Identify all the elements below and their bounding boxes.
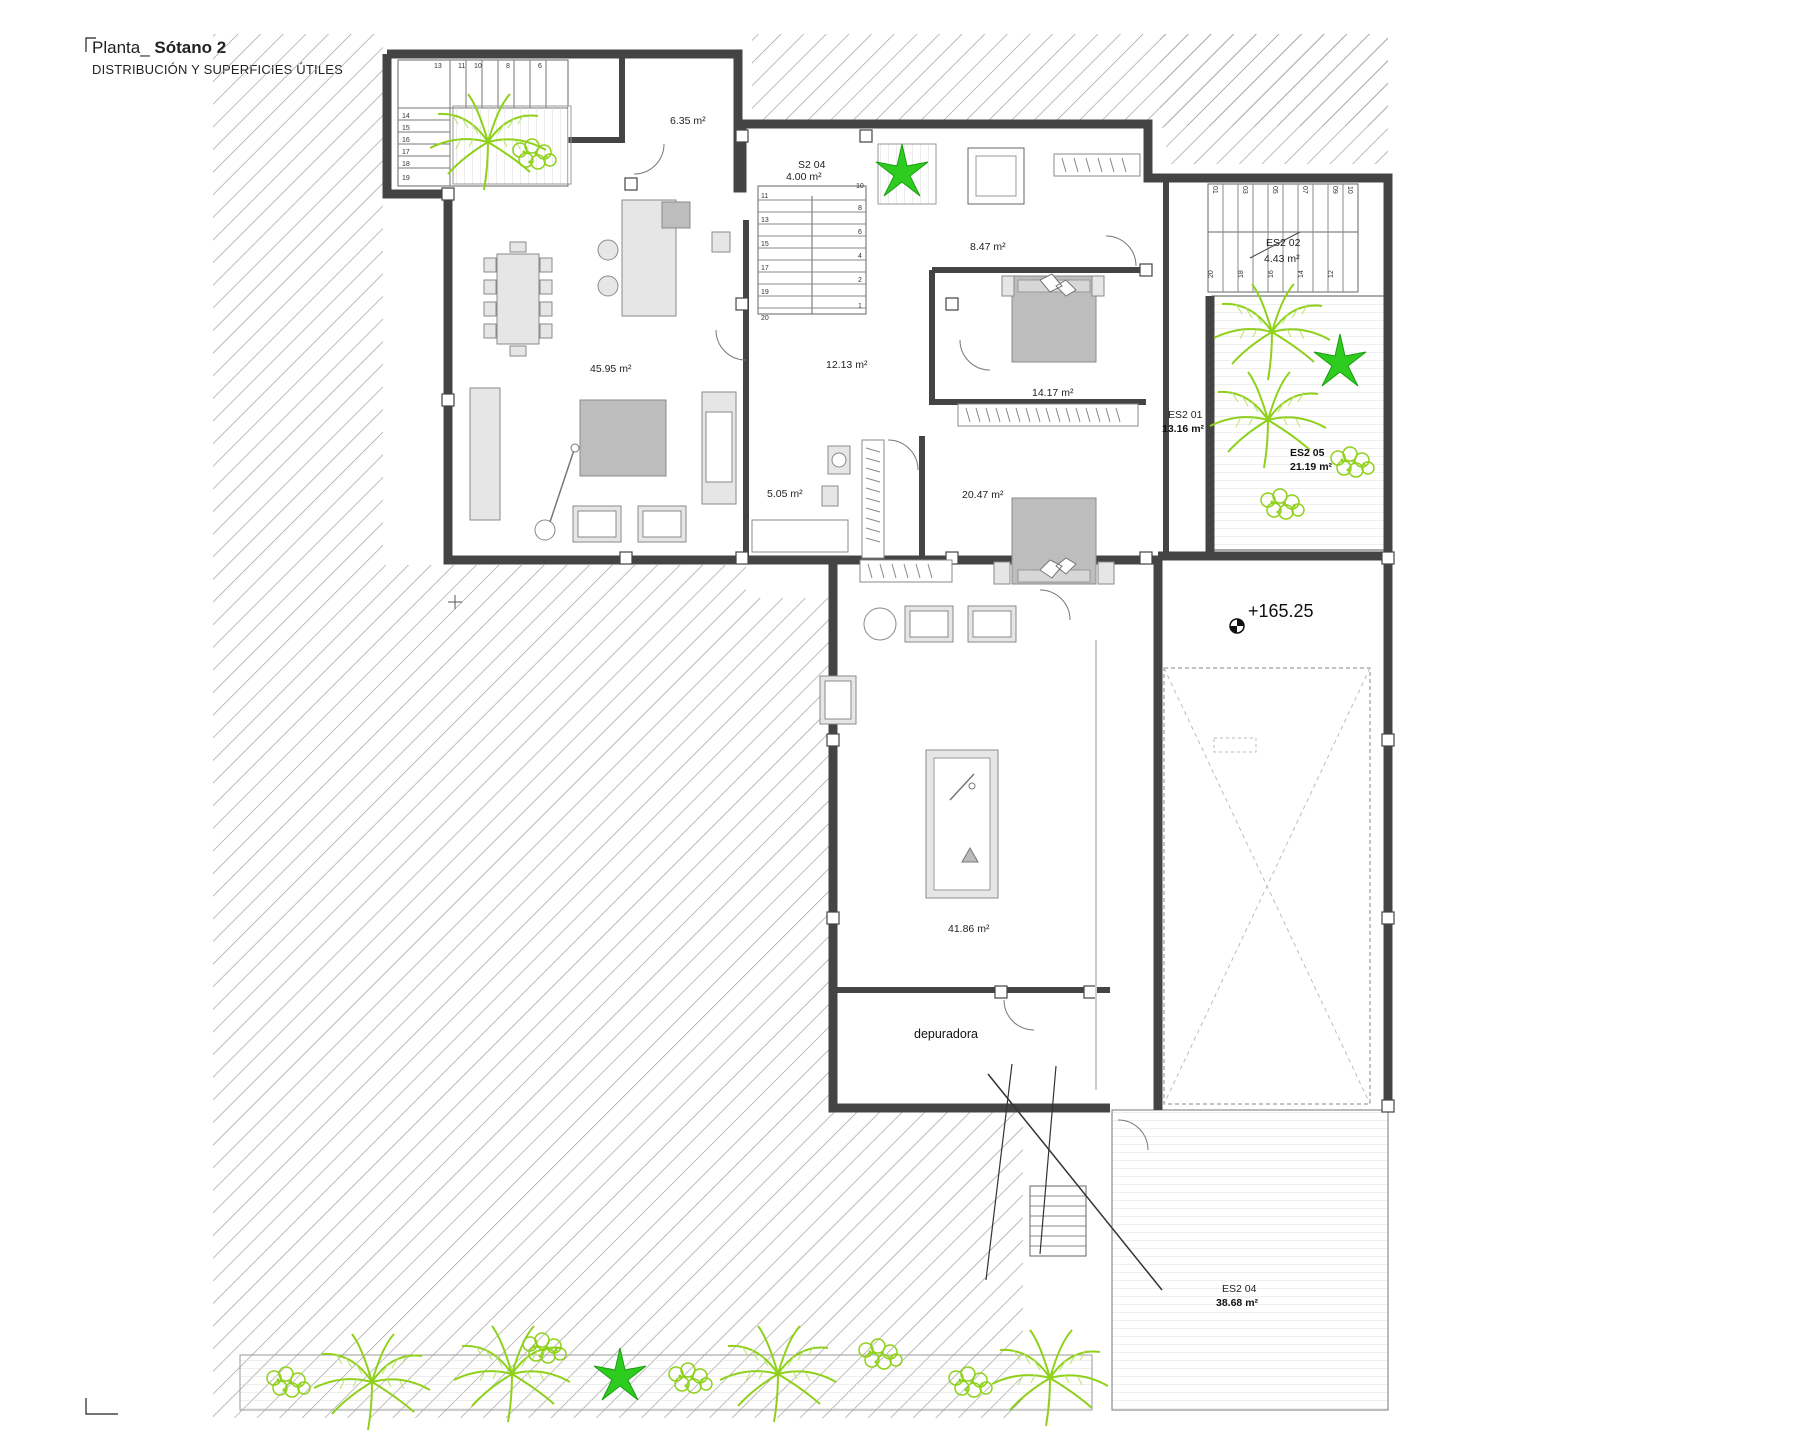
code-s204: S2 04 (798, 159, 826, 171)
title-level: Sótano 2 (154, 38, 227, 57)
mid-step-19: 19 (761, 289, 769, 296)
game-room-furniture (819, 605, 1097, 1090)
stair-step-6: 6 (538, 63, 542, 70)
code-es204: ES2 04 (1222, 1283, 1257, 1295)
mid-step-8: 8 (858, 205, 862, 212)
r-step-03: 03 (1241, 186, 1248, 194)
elevator (967, 147, 1025, 205)
room-labels: 6.35 m² S2 04 4.00 m² 8.47 m² 45.95 m² 1… (590, 115, 1333, 1309)
elevation-marker: +165.25 (1229, 601, 1314, 634)
title-bracket (85, 37, 96, 52)
area-es205: 21.19 m² (1290, 461, 1333, 473)
plan-title: Planta_ Sótano 2 (92, 38, 226, 58)
code-es201: ES2 01 (1168, 409, 1203, 421)
stair-step-17: 17 (402, 149, 410, 156)
stair-step-15: 15 (402, 125, 410, 132)
area-corridor: 12.13 m² (826, 359, 868, 371)
door-swings (633, 143, 1149, 1151)
stair-middle: 11 13 15 17 19 20 10 8 6 4 2 1 (757, 183, 867, 322)
living-furniture (469, 199, 737, 543)
bedroom-2-furniture (859, 439, 1115, 585)
area-es201: 13.16 m² (1162, 423, 1205, 435)
cross-marker (448, 595, 462, 609)
area-bedroom-2: 20.47 m² (962, 489, 1004, 501)
elevation-label: +165.25 (1248, 601, 1314, 621)
r-step-12: 12 (1328, 270, 1335, 278)
terrace-es205-deck (1211, 295, 1389, 551)
mid-step-13: 13 (761, 217, 769, 224)
corner-bracket (85, 1398, 118, 1415)
garden-strip (239, 1354, 1093, 1411)
mid-step-10: 10 (856, 183, 864, 190)
mid-step-6: 6 (858, 229, 862, 236)
void-area (1163, 667, 1371, 1105)
r-step-07: 07 (1301, 186, 1308, 194)
terrain-hatch (213, 34, 1388, 1418)
r-step-09: 09 (1331, 186, 1338, 194)
r-step-16: 16 (1268, 270, 1275, 278)
mid-step-11: 11 (761, 193, 768, 200)
plants (266, 93, 1375, 1431)
stair-step-16: 16 (402, 137, 410, 144)
stair-right: 01 03 05 07 09 10 20 18 16 14 12 (1207, 183, 1359, 293)
stair-step-14: 14 (402, 113, 410, 120)
mid-step-2: 2 (858, 277, 862, 284)
stair-step-19: 19 (402, 175, 410, 182)
r-step-05: 05 (1271, 186, 1278, 194)
stair-step-10: 10 (474, 63, 482, 70)
stair-step-11: 11 (458, 63, 465, 70)
bathroom-fixtures (751, 445, 851, 553)
area-es202: 4.43 m² (1264, 253, 1300, 265)
r-step-01: 01 (1211, 186, 1218, 194)
mid-step-15: 15 (761, 241, 769, 248)
r-step-14: 14 (1298, 270, 1305, 278)
title-prefix: Planta_ (92, 38, 150, 57)
stair-step-18: 18 (402, 161, 410, 168)
stair-step-8: 8 (506, 63, 510, 70)
r-step-10: 10 (1346, 186, 1353, 194)
bedroom-1-furniture (957, 153, 1141, 427)
area-hall: 8.47 m² (970, 241, 1006, 253)
area-bath: 5.05 m² (767, 488, 803, 500)
label-depuradora: depuradora (914, 1027, 978, 1041)
area-living: 45.95 m² (590, 363, 632, 375)
stair-step-13: 13 (434, 63, 442, 70)
code-es202: ES2 02 (1266, 237, 1301, 249)
mid-step-17: 17 (761, 265, 769, 272)
code-es205: ES2 05 (1290, 447, 1325, 459)
outdoor-stair (985, 1063, 1163, 1291)
area-es204: 38.68 m² (1216, 1297, 1259, 1309)
terrace-es204-deck (1111, 1109, 1389, 1411)
mid-step-4: 4 (858, 253, 862, 260)
area-s204: 4.00 m² (786, 171, 822, 183)
r-step-20: 20 (1208, 270, 1215, 278)
mid-step-20: 20 (761, 315, 769, 322)
area-storage: 6.35 m² (670, 115, 706, 127)
area-bedroom-1: 14.17 m² (1032, 387, 1074, 399)
area-game-room: 41.86 m² (948, 923, 990, 935)
r-step-18: 18 (1238, 270, 1245, 278)
mid-step-1: 1 (858, 303, 862, 310)
